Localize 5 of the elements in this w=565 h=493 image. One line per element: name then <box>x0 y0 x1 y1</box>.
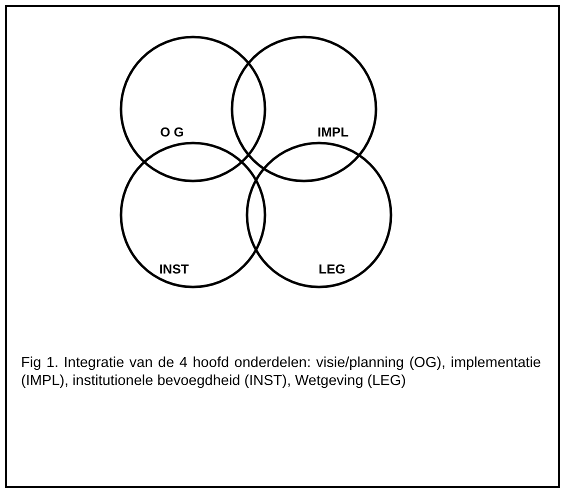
set-label: IMPL <box>317 124 349 140</box>
set-label: O G <box>160 124 184 140</box>
set-label: LEG <box>318 262 346 276</box>
set-label: INST <box>159 262 189 276</box>
figure-caption: Fig 1. Integratie van de 4 hoofd onderdelen: visie/planning (OG), implementatie (IMPL), institutionele bevoegdheid (INST), Wetgeving (LEG) <box>21 354 541 390</box>
